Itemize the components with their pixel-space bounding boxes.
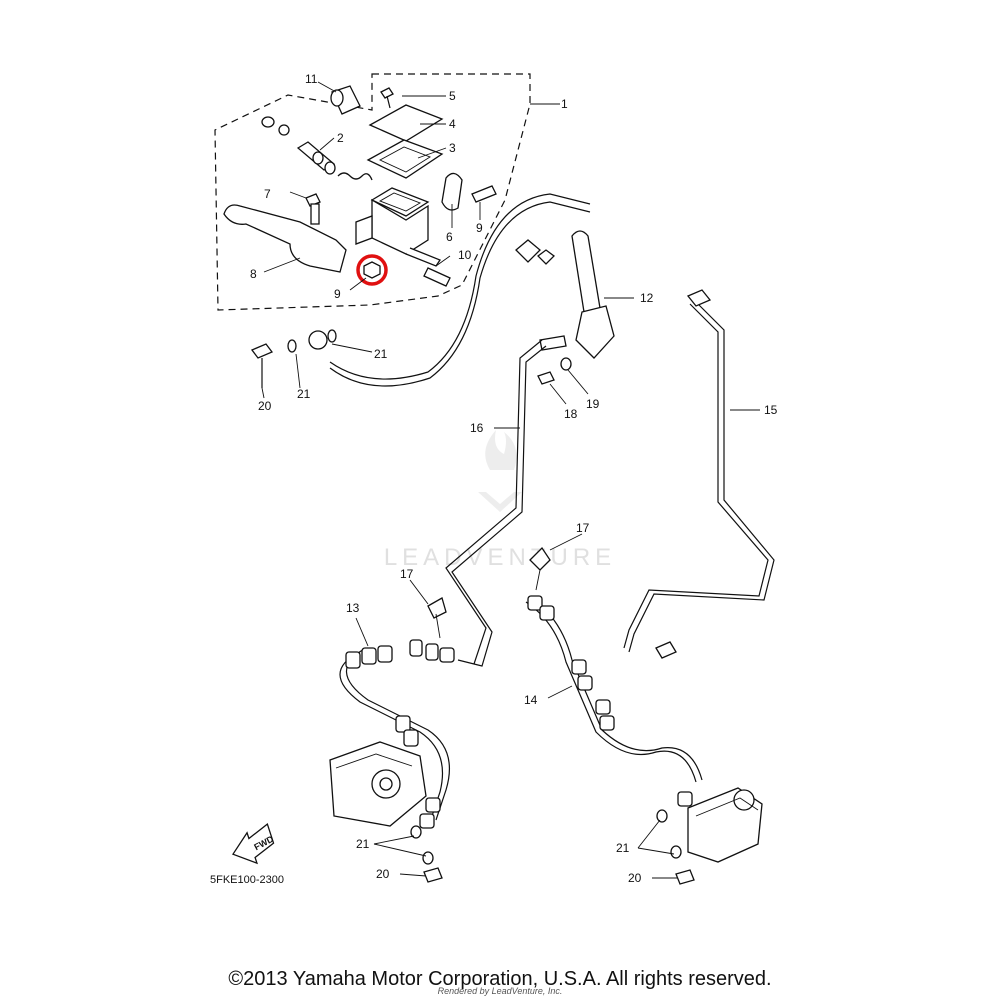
part-14-hose-left [339, 639, 455, 829]
callout-label: 11 [305, 72, 318, 86]
callout-label: 13 [346, 601, 360, 615]
caliper-left [329, 741, 427, 827]
part-19-washer [560, 357, 572, 371]
callout-label: 8 [250, 267, 257, 281]
part-20-bolt-left [423, 867, 443, 883]
part-15-pipe [628, 299, 775, 653]
master-cylinder-body [355, 187, 441, 267]
callout-label: 4 [449, 117, 456, 131]
highlight-ring [356, 254, 388, 286]
part-3-diaphragm [366, 139, 444, 179]
part-9-nut [356, 254, 388, 286]
part-6-banjo [441, 172, 463, 211]
part-21-washer-left-a [410, 825, 422, 839]
part-5-screw [380, 87, 394, 109]
callout-label: 7 [264, 187, 271, 201]
callout-label-highlighted: 9 [334, 287, 341, 301]
part-20-bolt-right [675, 869, 695, 885]
callout-label: 10 [458, 248, 472, 262]
part-10-switch [423, 267, 451, 287]
callout-label: 12 [640, 291, 654, 305]
rendered-by-note: Rendered by LeadVenture, Inc. [437, 986, 563, 996]
forward-direction-arrow: FWD [231, 822, 276, 865]
part-16-pipe [451, 345, 547, 667]
banjo-assembly-upper [250, 329, 337, 388]
part-14-hose-right [525, 595, 703, 807]
callout-label: 20 [258, 399, 272, 413]
assembly-boundary-1 [214, 73, 531, 311]
part-21-washer-right-b [670, 845, 682, 859]
part-2-piston-kit [261, 116, 373, 181]
diagram-code: 5FKE100-2300 [210, 874, 284, 886]
callout-label: 3 [449, 141, 456, 155]
callout-label: 15 [764, 403, 778, 417]
part-17-clip-left [427, 597, 447, 639]
callout-label: 16 [470, 421, 484, 435]
callout-label: 6 [446, 230, 453, 244]
watermark-text: LEADVENTURE [384, 544, 616, 571]
part-8-lever [223, 204, 347, 273]
watermark-logo [478, 430, 522, 512]
callout-label: 14 [524, 693, 538, 707]
part-13-hose-junction [539, 230, 615, 359]
callout-label: 17 [576, 521, 590, 535]
callout-label: 20 [376, 867, 390, 881]
callout-label: 17 [400, 567, 414, 581]
part-17-clip-right [529, 546, 551, 591]
copyright-notice: ©2013 Yamaha Motor Corporation, U.S.A. A… [228, 968, 772, 990]
callout-label: 21 [297, 387, 311, 401]
callout-label: 21 [616, 841, 630, 855]
callout-label: 20 [628, 871, 642, 885]
caliper-right [687, 787, 763, 863]
callout-label: 9 [476, 221, 483, 235]
part-21-washer-right-a [656, 809, 668, 823]
part-18-bolt [537, 371, 555, 385]
part-11-bolt [305, 193, 321, 225]
callout-label: 18 [564, 407, 578, 421]
hose-upper-left [329, 193, 591, 387]
part-12-sleeve [330, 85, 361, 115]
callout-label: 19 [586, 397, 600, 411]
part-4-cap [368, 104, 444, 142]
leader-lines [261, 81, 760, 879]
callout-label: 1 [561, 97, 568, 111]
part-7-bolt [471, 185, 497, 203]
callout-label: 21 [374, 347, 388, 361]
callout-label: 5 [449, 89, 456, 103]
part-21-washer-left-b [422, 851, 434, 865]
callout-label: 21 [356, 837, 370, 851]
callout-label: 2 [337, 131, 344, 145]
